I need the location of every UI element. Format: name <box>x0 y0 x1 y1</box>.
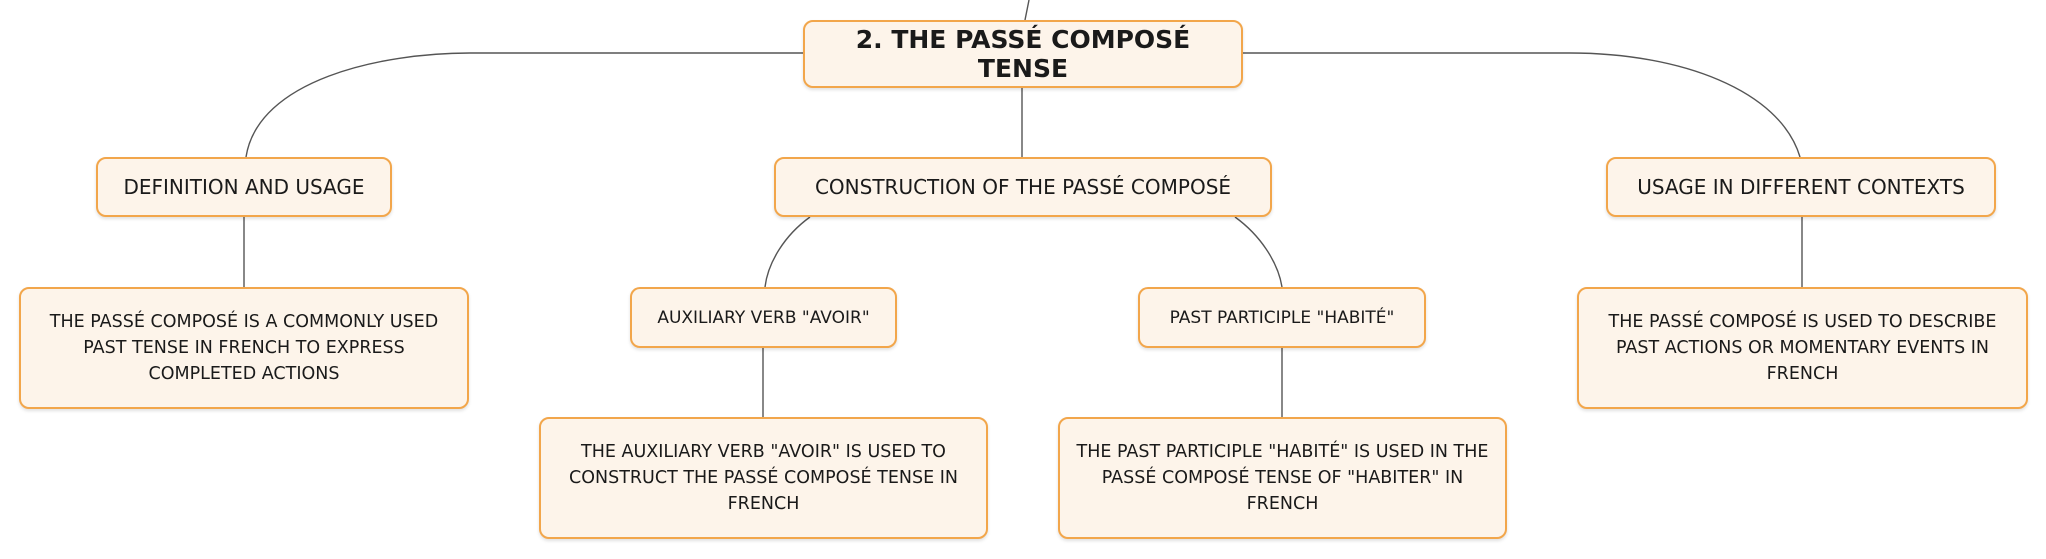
definition-usage-label: DEFINITION AND USAGE <box>123 175 365 199</box>
connector-construction-participle <box>1234 216 1283 288</box>
usage-contexts-detail-node[interactable]: THE PASSÉ COMPOSÉ IS USED TO DESCRIBE PA… <box>1577 287 2028 409</box>
root-topic-label: 2. THE PASSÉ COMPOSÉ TENSE <box>855 25 1191 83</box>
auxiliary-verb-node[interactable]: AUXILIARY VERB "AVOIR" <box>630 287 897 348</box>
usage-contexts-detail-text: THE PASSÉ COMPOSÉ IS USED TO DESCRIBE PA… <box>1608 312 1997 384</box>
construction-node[interactable]: CONSTRUCTION OF THE PASSÉ COMPOSÉ <box>774 157 1272 217</box>
connector-construction-auxiliary <box>764 216 811 288</box>
auxiliary-verb-label: AUXILIARY VERB "AVOIR" <box>657 307 870 328</box>
connector-root-definition <box>245 52 803 158</box>
definition-detail-node[interactable]: THE PASSÉ COMPOSÉ IS A COMMONLY USED PAS… <box>19 287 469 409</box>
connector-parent-root <box>1024 0 1030 21</box>
past-participle-node[interactable]: PAST PARTICIPLE "HABITÉ" <box>1138 287 1426 348</box>
root-topic-node[interactable]: 2. THE PASSÉ COMPOSÉ TENSE <box>803 20 1243 88</box>
auxiliary-verb-detail-text: THE AUXILIARY VERB "AVOIR" IS USED TO CO… <box>569 442 958 514</box>
auxiliary-verb-detail-node[interactable]: THE AUXILIARY VERB "AVOIR" IS USED TO CO… <box>539 417 988 539</box>
construction-label: CONSTRUCTION OF THE PASSÉ COMPOSÉ <box>814 175 1232 199</box>
usage-contexts-label: USAGE IN DIFFERENT CONTEXTS <box>1637 175 1965 199</box>
connector-root-contexts <box>1243 52 1801 158</box>
past-participle-detail-text: THE PAST PARTICIPLE "HABITÉ" IS USED IN … <box>1076 442 1489 514</box>
usage-contexts-node[interactable]: USAGE IN DIFFERENT CONTEXTS <box>1606 157 1996 217</box>
definition-detail-text: THE PASSÉ COMPOSÉ IS A COMMONLY USED PAS… <box>49 312 439 384</box>
past-participle-label: PAST PARTICIPLE "HABITÉ" <box>1169 307 1395 328</box>
past-participle-detail-node[interactable]: THE PAST PARTICIPLE "HABITÉ" IS USED IN … <box>1058 417 1507 539</box>
definition-usage-node[interactable]: DEFINITION AND USAGE <box>96 157 392 217</box>
